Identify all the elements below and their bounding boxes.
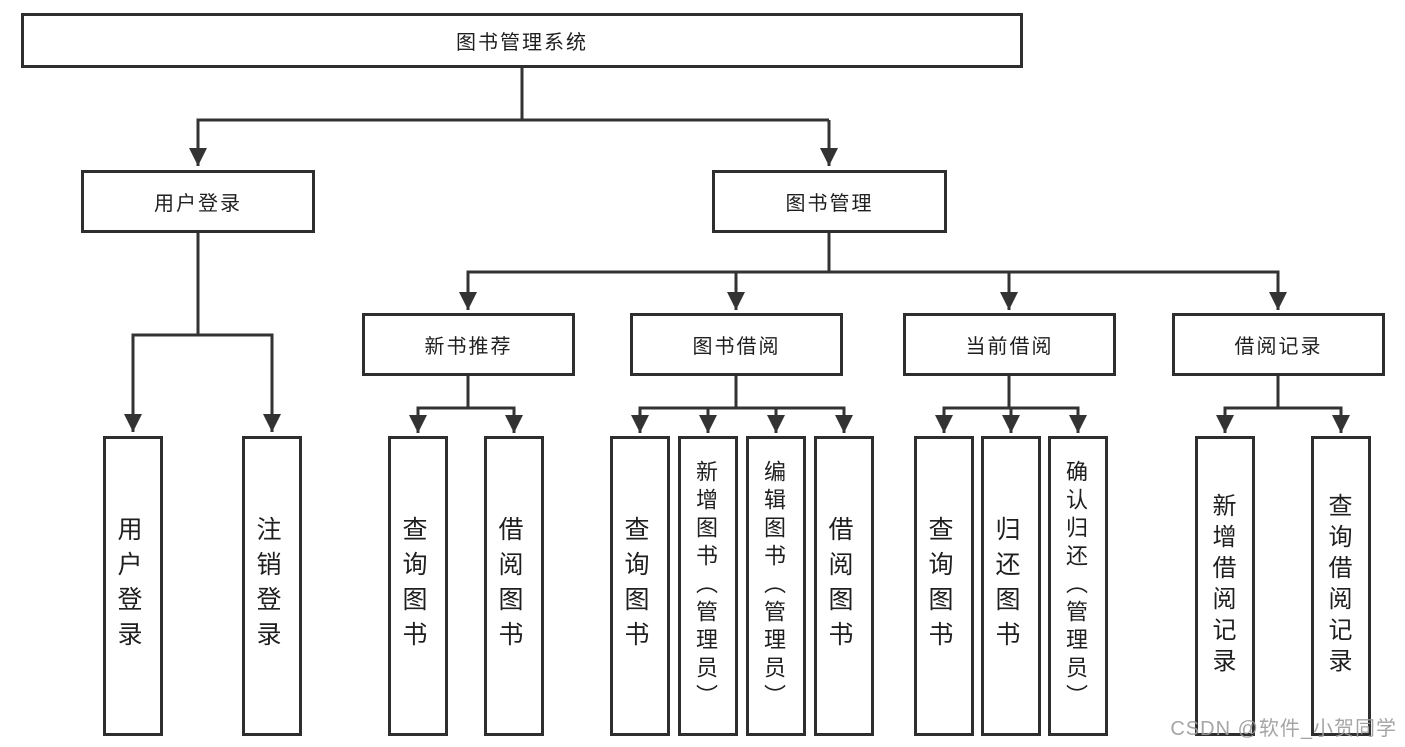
leaf-user-login: 用户登录 <box>103 436 163 736</box>
node-label: 查询图书 <box>399 516 427 656</box>
node-label: 图书管理系统 <box>456 32 588 54</box>
leaf-confirm-return-admin: 确认归还（管理员） <box>1048 436 1108 736</box>
leaf-query-books-current: 查询图书 <box>914 436 974 736</box>
node-label: 图书管理 <box>785 193 874 215</box>
node-label: 借阅图书 <box>495 516 523 656</box>
leaf-edit-book-admin: 编辑图书（管理员） <box>746 436 806 736</box>
leaf-query-books-recommend: 查询图书 <box>388 436 448 736</box>
node-current-borrowing: 当前借阅 <box>903 313 1116 376</box>
node-book-management: 图书管理 <box>712 170 947 233</box>
node-label: 当前借阅 <box>965 336 1054 358</box>
node-new-book-recommend: 新书推荐 <box>362 313 575 376</box>
node-label: 借阅记录 <box>1234 336 1323 358</box>
node-label: 新增借阅记录 <box>1208 493 1235 679</box>
node-library-system: 图书管理系统 <box>21 13 1023 68</box>
leaf-borrow-books-recommend: 借阅图书 <box>484 436 544 736</box>
leaf-query-borrow-record: 查询借阅记录 <box>1311 436 1371 736</box>
node-borrowing-records: 借阅记录 <box>1172 313 1385 376</box>
csdn-watermark: CSDN @软件_小贺同学 <box>1170 718 1397 740</box>
node-label: 归还图书 <box>992 516 1020 656</box>
node-label: 查询图书 <box>925 516 953 656</box>
leaf-query-books-borrowing: 查询图书 <box>610 436 670 736</box>
leaf-return-book: 归还图书 <box>981 436 1041 736</box>
node-label: 确认归还（管理员） <box>1063 460 1088 712</box>
node-label: 注销登录 <box>253 516 281 656</box>
node-label: 用户登录 <box>114 516 142 656</box>
node-label: 查询图书 <box>621 516 649 656</box>
leaf-add-borrow-record: 新增借阅记录 <box>1195 436 1255 736</box>
leaf-logout: 注销登录 <box>242 436 302 736</box>
node-label: 查询借阅记录 <box>1324 493 1351 679</box>
node-label: 新书推荐 <box>424 336 513 358</box>
node-label: 新增图书（管理员） <box>693 460 718 712</box>
node-label: 图书借阅 <box>692 336 781 358</box>
node-book-borrowing: 图书借阅 <box>630 313 843 376</box>
leaf-borrow-books-borrowing: 借阅图书 <box>814 436 874 736</box>
node-label: 借阅图书 <box>825 516 853 656</box>
leaf-add-book-admin: 新增图书（管理员） <box>678 436 738 736</box>
node-label: 用户登录 <box>154 193 242 215</box>
node-user-login: 用户登录 <box>81 170 315 233</box>
node-label: 编辑图书（管理员） <box>761 460 786 712</box>
